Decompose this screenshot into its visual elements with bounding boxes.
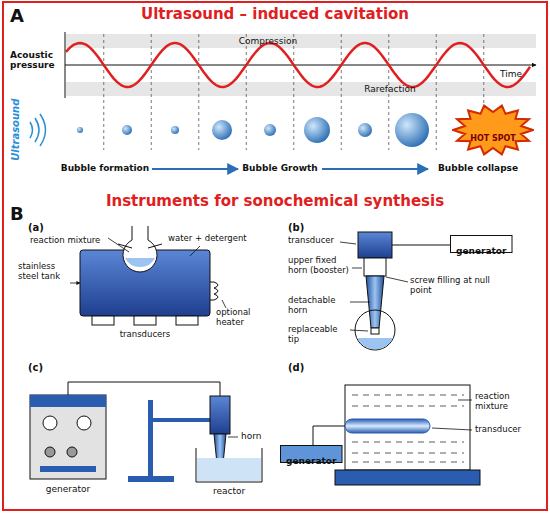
hot-spot-burst: HOT SPOT (452, 104, 534, 156)
label-text: reactor (213, 486, 245, 496)
subpanel-letter: (b) (288, 222, 304, 234)
label-text: screw filling at null point (410, 276, 510, 296)
label-text: upper fixed horn (booster) (288, 256, 352, 276)
label-text: Compression (239, 36, 297, 46)
label-text: Bubble Growth (242, 163, 318, 173)
label-text: generator (46, 484, 90, 494)
label-text: reaction mixture (30, 236, 100, 246)
label-text: Bubble formation (61, 163, 149, 173)
generator-box: generator (280, 445, 343, 463)
subpanel-letter: (c) (28, 362, 43, 374)
node-text: HOT SPOT (470, 134, 516, 143)
panel-letter: A (10, 6, 24, 27)
label-text: detachable horn (288, 296, 350, 316)
label-text: water + detergent (168, 234, 247, 244)
label-text: replaceable tip (288, 325, 350, 345)
section-title: Ultrasound – induced cavitation (141, 6, 409, 23)
label-text: Time (500, 69, 522, 79)
starburst-shape (452, 104, 534, 156)
label-text: Bubble collapse (438, 163, 518, 173)
label-text: optional heater (216, 308, 264, 328)
section-title: Instruments for sonochemical synthesis (106, 193, 444, 210)
label-text: Rarefaction (364, 84, 415, 94)
label-text: reaction mixture (475, 392, 537, 412)
node-text: generator (456, 246, 507, 256)
label-text: transducer (475, 425, 521, 435)
label-text: transducers (120, 330, 170, 340)
subpanel-letter: (a) (28, 222, 44, 234)
label-text: Ultrasound (10, 99, 22, 161)
generator-box: generator (450, 235, 513, 253)
label-text: horn (241, 431, 261, 441)
panel-letter: B (10, 204, 24, 225)
label-text: transducer (288, 236, 334, 246)
subpanel-letter: (d) (288, 362, 304, 374)
label-text: stainless steel tank (18, 262, 70, 282)
node-text: generator (286, 456, 337, 466)
label-text: Acoustic pressure (10, 50, 62, 71)
